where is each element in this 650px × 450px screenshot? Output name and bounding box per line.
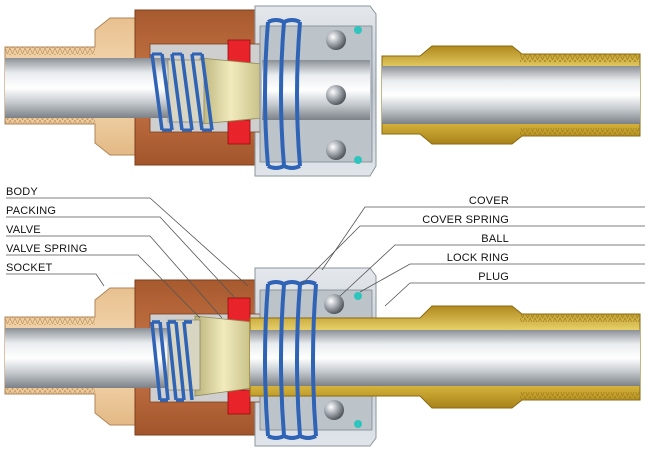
- left-labels: BODY PACKING VALVE VALVE SPRING SOCKET: [6, 186, 249, 319]
- label-packing: PACKING: [6, 205, 56, 217]
- label-valve: VALVE: [6, 224, 41, 236]
- bottom-assembly: [4, 267, 641, 447]
- label-body: BODY: [6, 186, 38, 198]
- label-cover: COVER: [469, 195, 509, 207]
- ball-part-top: [326, 30, 346, 50]
- label-socket: SOCKET: [6, 262, 53, 274]
- valve-spring-top: [150, 52, 214, 132]
- valve-part-bottom: [194, 315, 253, 397]
- lock-ring-top: [354, 26, 362, 34]
- right-labels: COVER COVER SPRING BALL LOCK RING PLUG: [301, 195, 645, 307]
- cover-spring-bottom: [263, 280, 318, 440]
- label-valve-spring: VALVE SPRING: [6, 243, 87, 255]
- lock-ring-bottom: [354, 292, 362, 300]
- cover-spring-top: [263, 18, 302, 170]
- top-assembly: [4, 5, 641, 177]
- ball-part-bottom: [324, 294, 344, 314]
- label-lock-ring: LOCK RING: [447, 252, 509, 264]
- label-plug: PLUG: [478, 271, 509, 283]
- label-cover-spring: COVER SPRING: [422, 214, 509, 226]
- label-ball: BALL: [481, 233, 509, 245]
- valve-spring-bottom: [150, 320, 194, 402]
